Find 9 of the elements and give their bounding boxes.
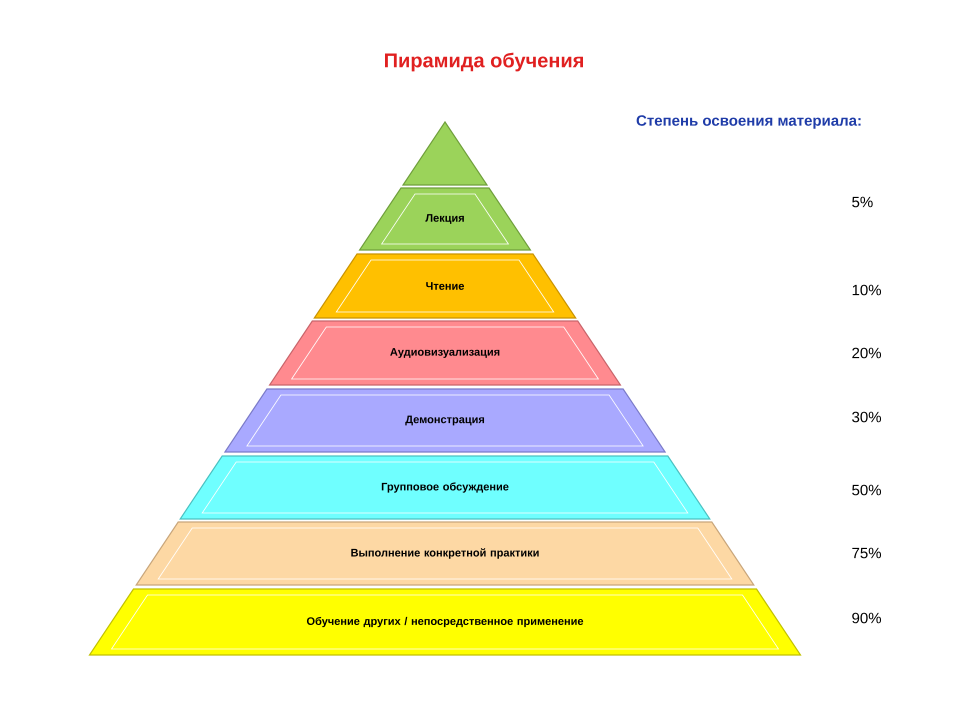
percentage: 5% xyxy=(852,196,873,208)
percentage: 75% xyxy=(852,548,882,558)
title: Пирамида обучения xyxy=(385,52,583,72)
percentage: 30% xyxy=(852,412,882,422)
percentage: 20% xyxy=(852,348,882,358)
column-heading: Степень освоения материала: xyxy=(636,115,861,129)
percentage: 10% xyxy=(852,284,882,296)
percentage: 90% xyxy=(852,612,882,624)
percentage: 50% xyxy=(852,484,882,496)
